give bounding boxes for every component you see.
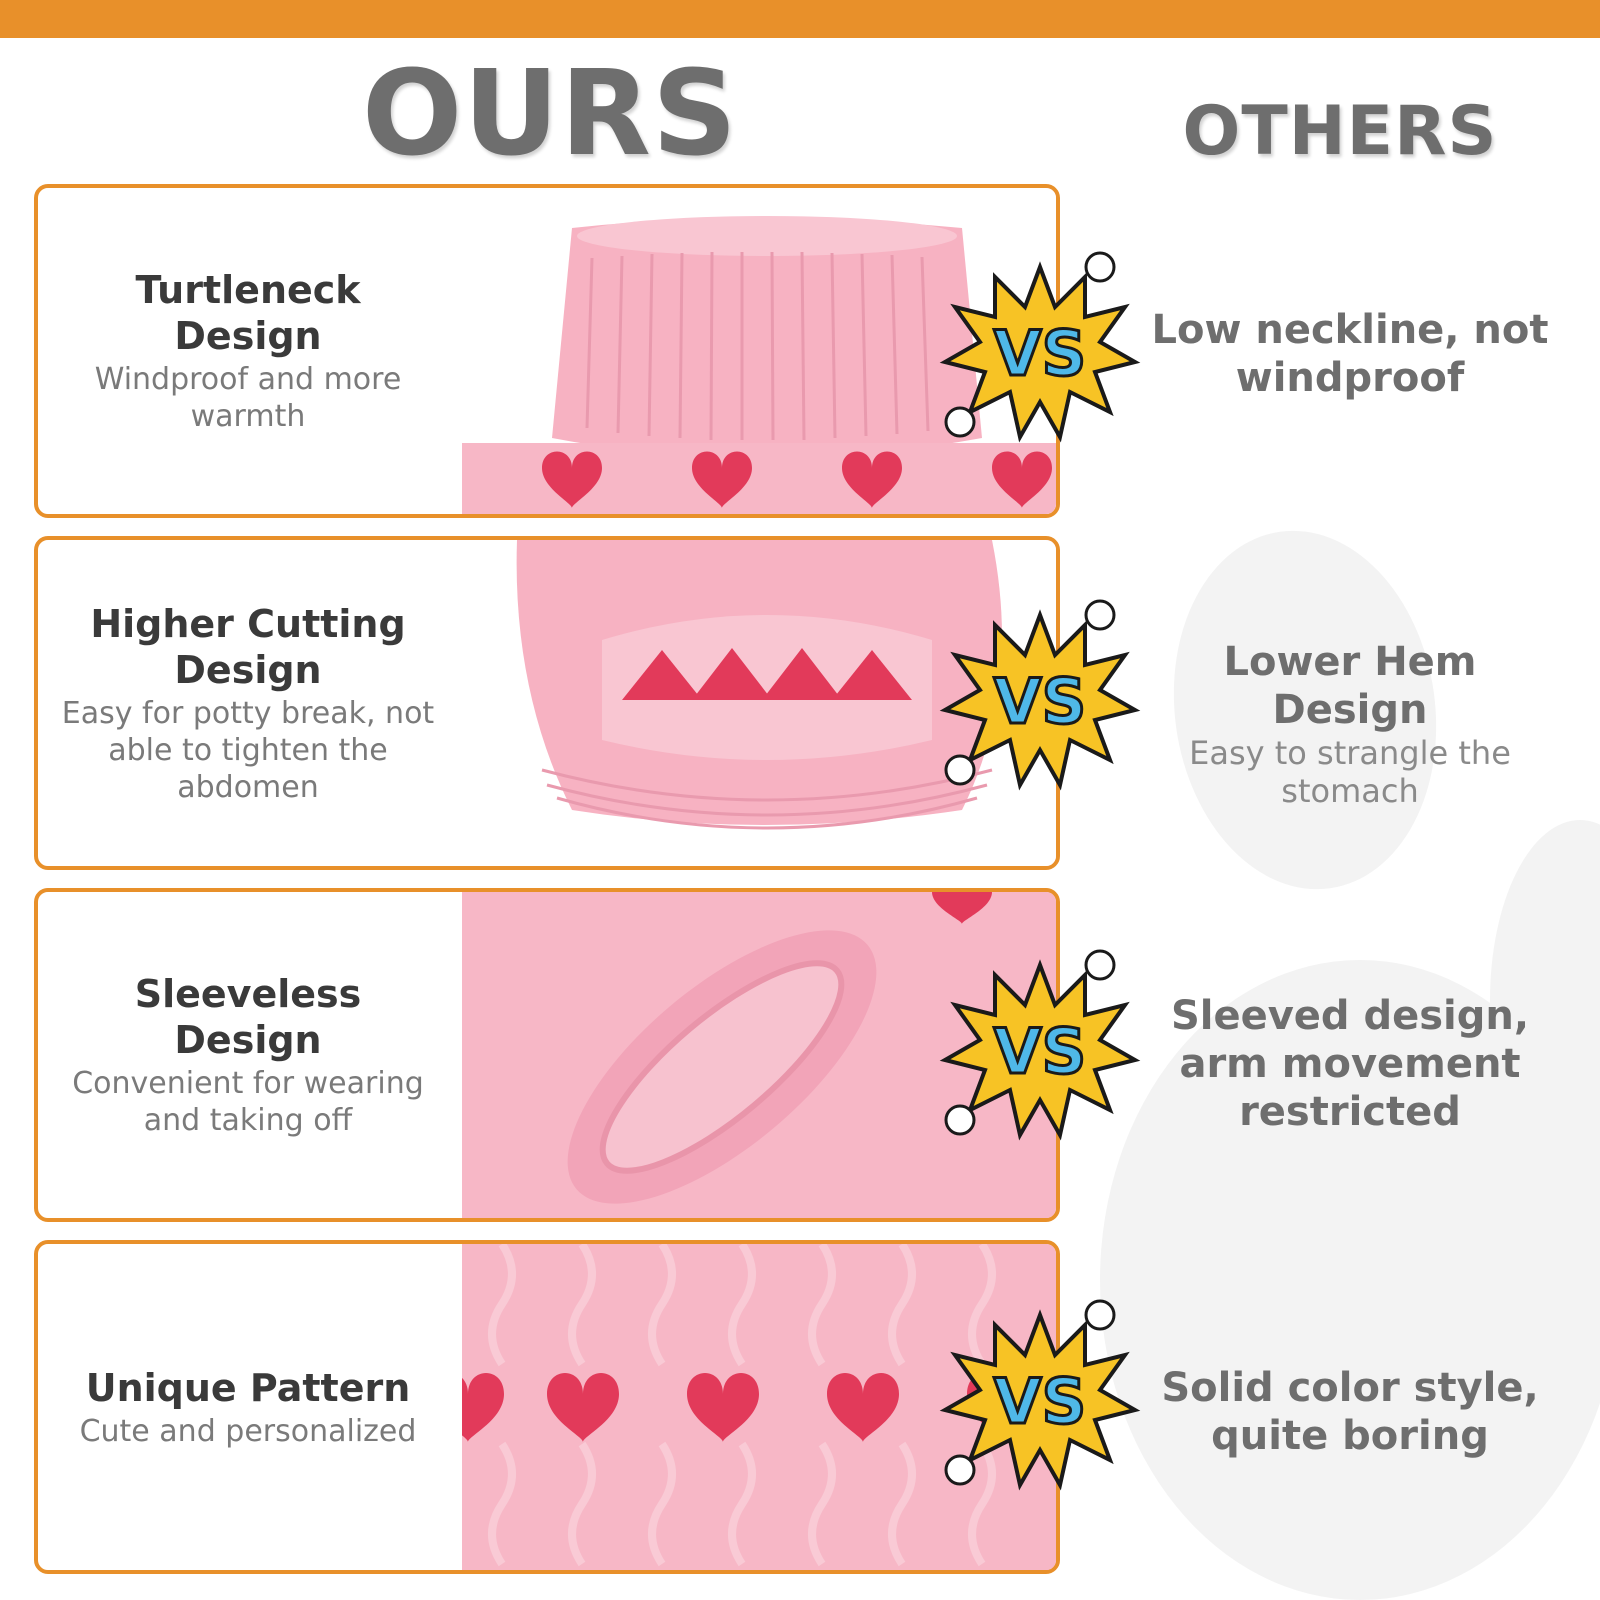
feature-description: Windproof and more warmth <box>94 362 402 434</box>
others-item-hem: Lower Hem Design Easy to strangle the st… <box>1140 638 1560 810</box>
comic-burst-icon: VS <box>939 599 1141 791</box>
ours-header: OURS <box>362 44 738 182</box>
others-item-pattern: Solid color style, quite boring <box>1140 1364 1560 1460</box>
vs-label: VS <box>994 665 1087 738</box>
sweater-photo-sleeveless <box>462 892 1056 1218</box>
feature-card-higher-cutting: Higher Cutting Design Easy for potty bre… <box>34 536 1060 870</box>
comic-burst-icon: VS <box>939 251 1141 443</box>
top-accent-bar <box>0 0 1600 38</box>
sweater-photo-turtleneck <box>462 188 1056 514</box>
others-title: Solid color style, quite boring <box>1161 1365 1539 1459</box>
vs-label: VS <box>994 317 1087 390</box>
comic-burst-icon: VS <box>939 949 1141 1141</box>
vs-label: VS <box>994 1015 1087 1088</box>
feature-description: Cute and personalized <box>79 1413 417 1449</box>
others-title: Low neckline, not windproof <box>1151 307 1549 401</box>
feature-card-sleeveless: Sleeveless Design Convenient for wearing… <box>34 888 1060 1222</box>
comic-burst-icon: VS <box>939 1299 1141 1491</box>
vs-label: VS <box>994 1365 1087 1438</box>
feature-title: Higher Cutting Design <box>90 601 406 692</box>
feature-card-turtleneck: Turtleneck Design Windproof and more war… <box>34 184 1060 518</box>
others-header: OTHERS <box>1182 92 1498 171</box>
feature-description: Convenient for wearing and taking off <box>72 1066 424 1138</box>
others-title: Lower Hem Design <box>1223 639 1477 733</box>
others-title: Sleeved design, arm movement restricted <box>1170 993 1530 1135</box>
others-item-sleeves: Sleeved design, arm movement restricted <box>1140 992 1560 1136</box>
feature-description: Easy for potty break, not able to tighte… <box>61 695 435 805</box>
others-item-neckline: Low neckline, not windproof <box>1140 306 1560 402</box>
paw-print-pad <box>1100 960 1600 1600</box>
feature-title: Unique Pattern <box>85 1365 411 1410</box>
feature-title: Turtleneck Design <box>135 268 361 358</box>
feature-title: Sleeveless Design <box>134 972 362 1062</box>
others-description: Easy to strangle the stomach <box>1189 734 1511 810</box>
feature-card-pattern: Unique Pattern Cute and personalized <box>34 1240 1060 1574</box>
